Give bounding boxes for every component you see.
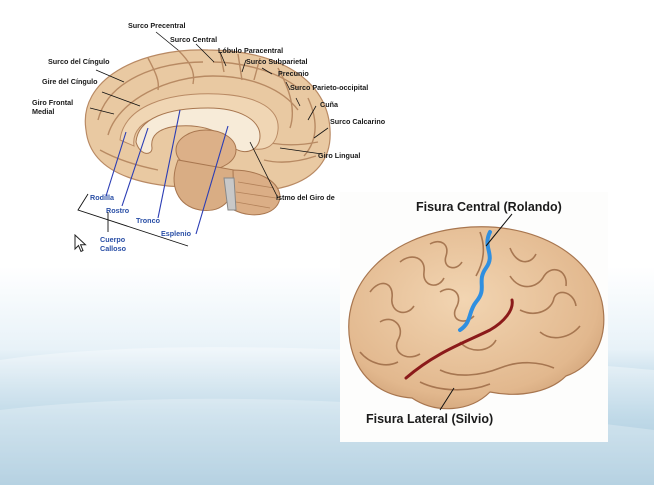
label-tronco: Tronco [136,216,160,225]
medial-brain-panel: Surco Precentral Surco Central Lóbulo Pa… [28,10,398,256]
label-giro-cingulo: Gire del Cíngulo [42,77,98,86]
label-giro-lingual: Giro Lingual [318,151,361,160]
label-rostro: Rostro [106,206,130,215]
medial-brain-illustration [77,31,331,247]
label-fisura-lateral: Fisura Lateral (Silvio) [366,412,494,426]
label-lobulo-paracentral: Lóbulo Paracentral [218,46,284,55]
mouse-cursor-icon [74,234,87,253]
label-surco-calcarino: Surco Calcarino [330,117,386,126]
label-surco-central: Surco Central [170,35,218,44]
label-surco-cingulo: Surco del Cíngulo [48,57,110,66]
label-giro-frontal-medial: Medial [32,107,55,116]
label-esplenio: Esplenio [161,229,191,238]
label-calloso: Calloso [100,244,126,253]
label-rodilla: Rodilla [90,193,114,202]
label-fisura-central: Fisura Central (Rolando) [416,200,562,214]
label-surco-parieto-occipital: Surco Parieto-occipital [290,83,369,92]
label-surco-subparietal: Surco Subparietal [246,57,308,66]
label-precunio: Precunio [278,69,309,78]
label-surco-precentral: Surco Precentral [128,21,186,30]
lateral-brain-panel: Fisura Central (Rolando) Fisura Lateral … [340,192,608,442]
lateral-brain-illustration [348,213,605,411]
label-giro-frontal: Giro Frontal [32,98,74,107]
label-cuna: Cuña [320,100,338,109]
label-cuerpo: Cuerpo [100,235,126,244]
label-istmo: Istmo del Giro de [276,193,335,202]
